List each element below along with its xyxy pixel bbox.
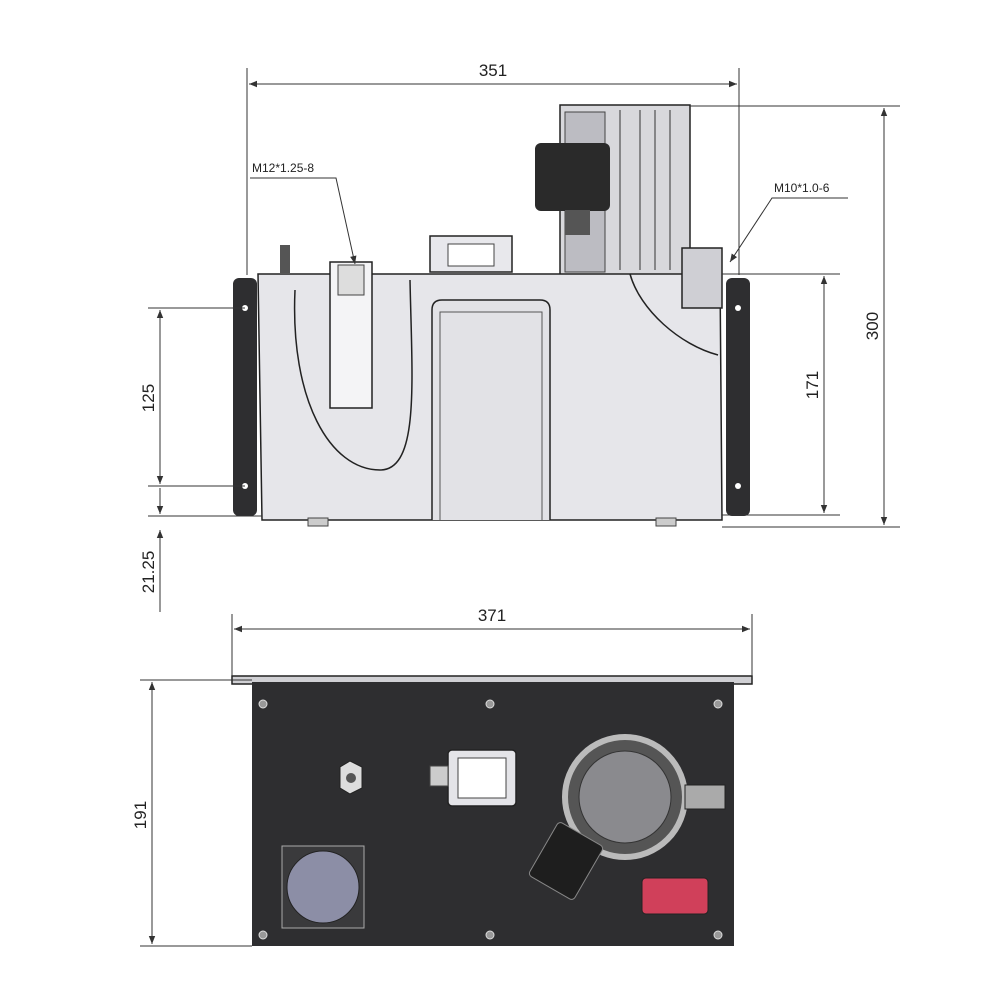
dim-depth: 191 (131, 801, 150, 829)
dim-base-offset: 21.25 (139, 551, 158, 594)
top-view: 371 191 (131, 606, 753, 947)
left-bracket (233, 278, 257, 516)
dim-top-width: 371 (478, 606, 506, 625)
red-plug (641, 877, 709, 915)
right-bracket (726, 278, 750, 516)
dim-tank-height: 171 (803, 371, 822, 399)
callout-left-port: M12*1.25-8 (252, 161, 314, 175)
motor (535, 104, 691, 276)
callout-right-port: M10*1.0-6 (774, 181, 830, 195)
dim-overall-width: 351 (479, 61, 507, 80)
front-view: 351 300 171 125 21.25 M12*1.25-8 M10*1.0… (139, 61, 900, 612)
junction-box-top (528, 822, 604, 900)
vent (280, 245, 290, 273)
dim-mount-spacing: 125 (139, 384, 158, 412)
outlet-fitting (681, 247, 723, 309)
dim-overall-height: 300 (863, 312, 882, 340)
motor-junction-box (535, 143, 610, 211)
electrical-connector (286, 850, 360, 924)
